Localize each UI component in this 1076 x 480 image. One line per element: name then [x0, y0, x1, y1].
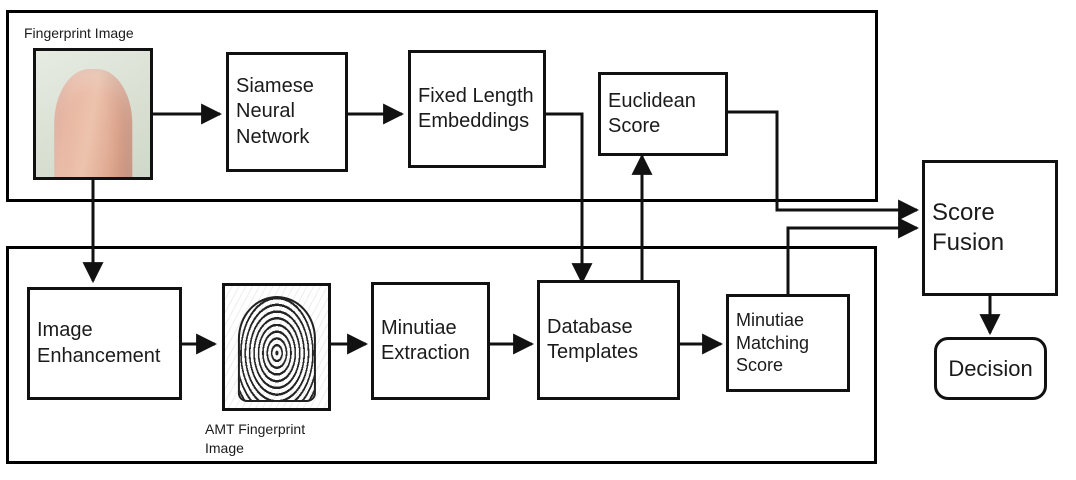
score-fusion-box[interactable]: Score Fusion — [922, 160, 1058, 296]
database-templates-label: Database Templates — [547, 315, 639, 363]
fingerprint-photo — [33, 48, 153, 180]
ridge-pattern — [237, 295, 316, 403]
minutiae-matching-score-label: Minutiae Matching Score — [736, 309, 810, 376]
image-enhancement-box[interactable]: Image Enhancement — [27, 287, 182, 400]
euclidean-score-label: Euclidean Score — [608, 89, 696, 137]
minutiae-extraction-box[interactable]: Minutiae Extraction — [371, 282, 490, 400]
minutiae-matching-score-box[interactable]: Minutiae Matching Score — [726, 294, 850, 392]
minutiae-branch-container — [6, 246, 877, 464]
amt-fingerprint-image — [222, 283, 331, 411]
amt-fingerprint-image-caption: AMT Fingerprint Image — [205, 421, 306, 456]
database-templates-box[interactable]: Database Templates — [537, 280, 680, 400]
deep-learning-branch-container — [6, 10, 878, 202]
fixed-length-embeddings-label: Fixed Length Embeddings — [418, 84, 534, 132]
ridge-noise-overlay — [225, 286, 328, 408]
fingerprint-image-caption: Fingerprint Image — [24, 25, 134, 41]
decision-label: Decision — [948, 355, 1033, 381]
image-enhancement-label: Image Enhancement — [37, 319, 161, 367]
minutiae-extraction-label: Minutiae Extraction — [381, 316, 470, 364]
finger-shape — [54, 68, 132, 177]
siamese-neural-network-label: Siamese Neural Network — [236, 75, 314, 148]
siamese-neural-network-box[interactable]: Siamese Neural Network — [226, 52, 348, 172]
decision-box[interactable]: Decision — [934, 337, 1047, 400]
score-fusion-label: Score Fusion — [932, 198, 1005, 256]
fixed-length-embeddings-box[interactable]: Fixed Length Embeddings — [408, 50, 546, 168]
euclidean-score-box[interactable]: Euclidean Score — [598, 72, 728, 156]
